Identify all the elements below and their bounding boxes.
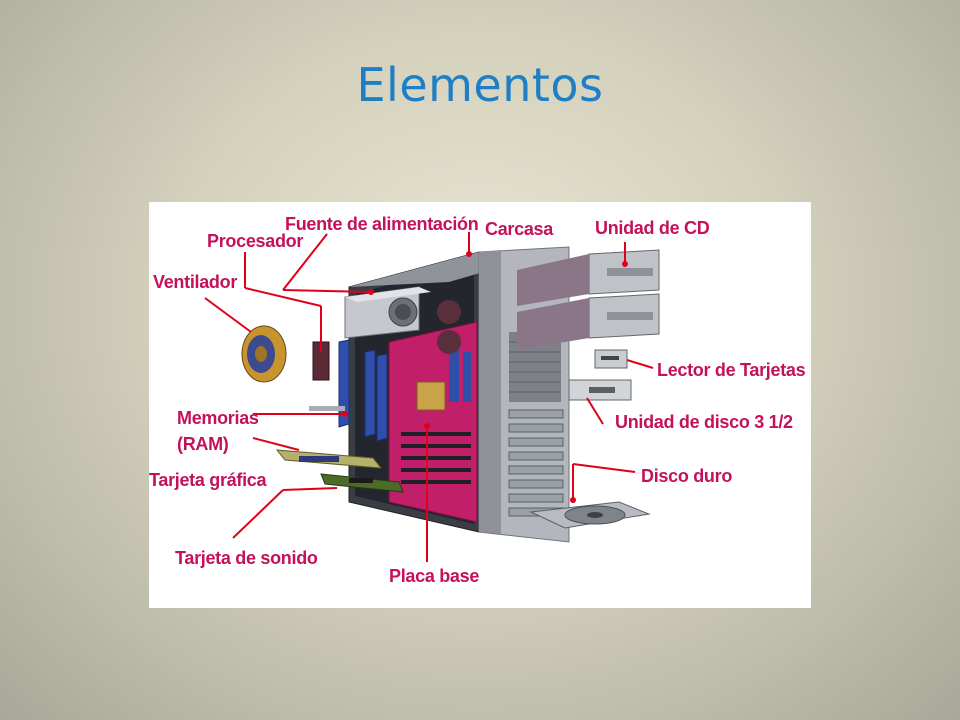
label-tarjeta-sonido: Tarjeta de sonido [175, 548, 318, 568]
label-ventilador: Ventilador [153, 272, 238, 292]
label-memorias: Memorias [177, 408, 259, 428]
leader-disco35 [586, 397, 604, 425]
leader-ventilador [204, 297, 252, 333]
label-placa-base: Placa base [389, 566, 480, 586]
computer-case-illustration [241, 246, 660, 543]
label-unidad-cd: Unidad de CD [595, 218, 710, 238]
label-fuente-alimentacion: Fuente de alimentación [285, 214, 479, 234]
label-carcasa: Carcasa [485, 219, 553, 239]
leader-grafica [252, 437, 300, 451]
leader-fuente [282, 233, 328, 291]
leader-sonido [232, 489, 284, 539]
label-ram: (RAM) [177, 434, 229, 454]
leader-dots [342, 251, 628, 503]
label-tarjeta-grafica: Tarjeta gráfica [149, 470, 267, 490]
label-procesador: Procesador [207, 231, 304, 251]
pc-illustration [204, 232, 660, 562]
label-lector-tarjetas: Lector de Tarjetas [657, 360, 806, 380]
leader-lines [204, 232, 654, 562]
leader-lector [626, 359, 654, 369]
leader-discoduro [572, 463, 636, 473]
label-unidad-disco-35: Unidad de disco 3 1/2 [615, 412, 793, 432]
label-disco-duro: Disco duro [641, 466, 733, 486]
slide-title: Elementos [356, 58, 604, 112]
pc-components-diagram: Fuente de alimentación Carcasa Unidad de… [149, 202, 811, 608]
